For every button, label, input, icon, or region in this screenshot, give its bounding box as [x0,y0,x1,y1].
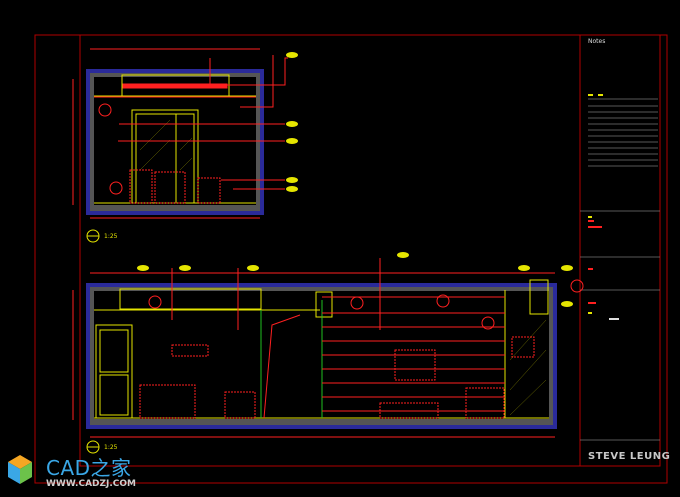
elevation-a-scale: 1:25 [104,233,118,240]
sheet-frame [34,34,668,484]
title-block [580,98,660,441]
elevation-b-label [86,440,100,454]
designer-name: STEVE LEUNG [588,451,671,462]
watermark-brand: CAD之家 [46,456,132,480]
elevation-b[interactable] [72,252,584,438]
notes-label: Notes [588,38,606,45]
cad-logo-icon [8,455,32,484]
elevation-a[interactable] [72,48,298,219]
elevation-a-label [86,229,100,243]
title-block-fields [588,94,619,320]
watermark-url: WWW.CADZJ.COM [46,479,137,489]
watermark-logo: CAD之家 WWW.CADZJ.COM [6,452,146,494]
elevation-b-scale: 1:25 [104,444,118,451]
